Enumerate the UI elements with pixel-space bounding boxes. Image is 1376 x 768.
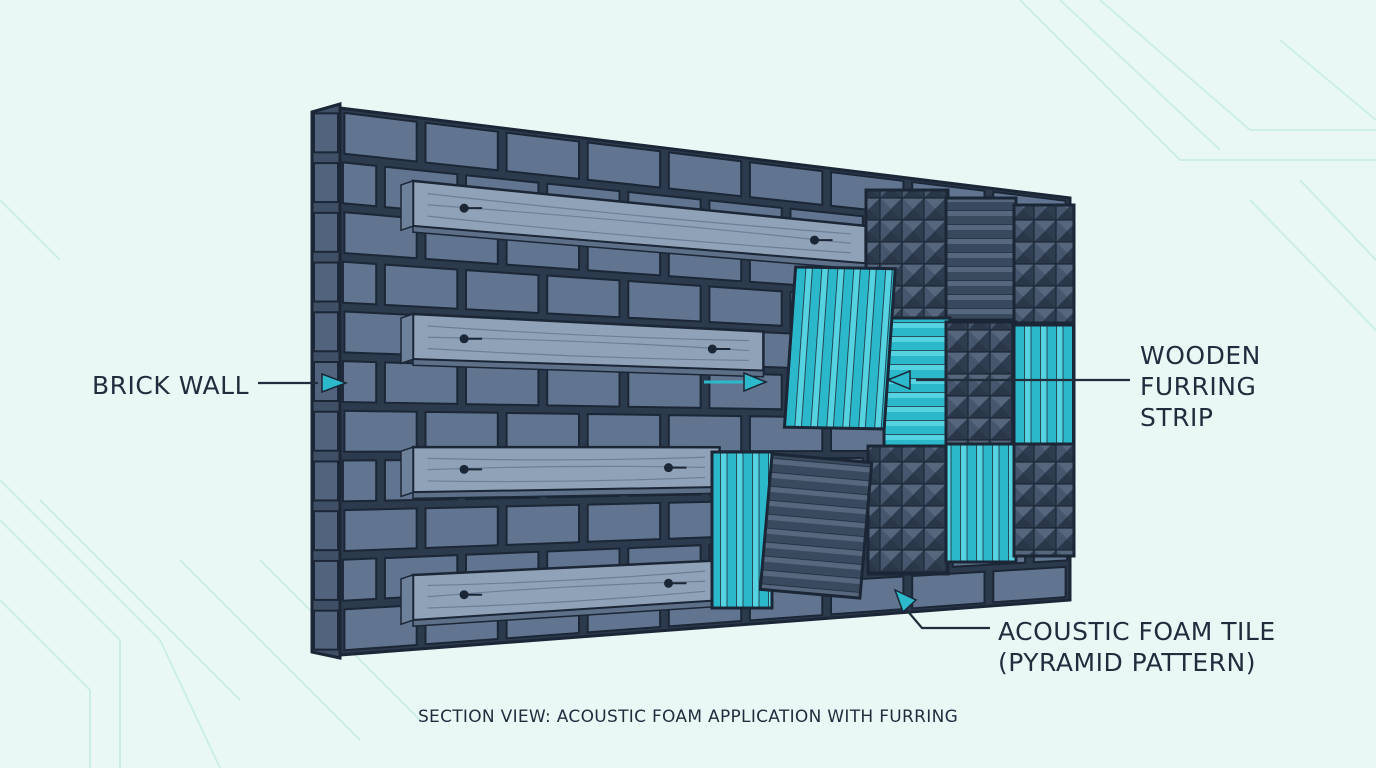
foam-tile-pyramid-face xyxy=(944,320,1018,448)
brick xyxy=(667,151,743,198)
brick-side xyxy=(313,311,339,353)
brick xyxy=(343,507,418,553)
foam-label-line-1: ACOUSTIC FOAM TILE xyxy=(998,617,1276,646)
foam-tile-tilted-face xyxy=(782,265,897,431)
brick xyxy=(586,412,662,453)
brick xyxy=(343,211,418,260)
furring-strip xyxy=(400,445,721,500)
brick xyxy=(992,565,1067,604)
wood-grain xyxy=(427,456,706,461)
foam-tile-wedge-face xyxy=(1012,323,1076,447)
foam-tile-wedge-face xyxy=(944,442,1018,564)
wood-grain xyxy=(427,215,852,254)
wood-grain xyxy=(427,325,749,342)
wood-grain xyxy=(427,193,852,235)
foam-tile-label: ACOUSTIC FOAM TILE (PYRAMID PATTERN) xyxy=(998,616,1276,678)
foam-tile-wedge xyxy=(944,442,1018,564)
foam-tile-pyramid xyxy=(944,320,1018,448)
brick xyxy=(424,410,499,453)
brick xyxy=(627,369,702,409)
arrow-icon xyxy=(893,588,918,614)
brick xyxy=(911,570,986,610)
brick xyxy=(424,505,499,550)
brick-side xyxy=(313,460,339,502)
foam-tile-pyramid xyxy=(866,444,950,576)
brick xyxy=(627,279,702,323)
brick-side xyxy=(313,410,339,452)
foam-tile-pyramid-face xyxy=(866,444,950,576)
brick xyxy=(505,131,580,181)
arrow-icon xyxy=(743,371,768,393)
furring-strip-label: WOODEN FURRING STRIP xyxy=(1140,340,1261,433)
foam-tile-pyramid-face xyxy=(1012,203,1076,325)
brick xyxy=(546,366,621,408)
brick xyxy=(465,269,540,315)
brick xyxy=(341,161,378,208)
brick xyxy=(341,360,378,404)
brick-side xyxy=(313,510,339,552)
brick xyxy=(343,604,418,652)
arrow-icon xyxy=(321,372,349,394)
wood-grain xyxy=(427,204,852,244)
leader-lines xyxy=(258,369,1130,630)
brick xyxy=(341,459,378,503)
furring-label-line-2: FURRING xyxy=(1140,372,1257,401)
brick xyxy=(383,263,459,310)
brick xyxy=(586,501,662,543)
brick-side xyxy=(313,559,339,601)
brick xyxy=(505,411,580,453)
foam-tile-pyramid-face xyxy=(1012,442,1076,558)
brick xyxy=(505,503,580,546)
foam-tile-pyramid xyxy=(1012,203,1076,325)
brick-side xyxy=(313,112,339,154)
brick xyxy=(748,161,824,207)
brick xyxy=(667,414,743,453)
furring-board xyxy=(411,445,721,494)
furring-label-line-1: WOODEN xyxy=(1140,341,1261,370)
arrow-icon xyxy=(886,369,911,391)
foam-tile-wedge-face xyxy=(758,452,874,600)
foam-tile-wedge xyxy=(758,452,874,600)
foam-tile-tilted xyxy=(782,265,897,431)
brick xyxy=(341,260,378,306)
furring-board-end xyxy=(400,446,414,498)
brick xyxy=(424,121,499,172)
foam-panels xyxy=(710,188,1076,610)
wood-grain xyxy=(427,476,706,483)
furring-board-end xyxy=(400,179,414,232)
foam-tile-pyramid xyxy=(1012,442,1076,558)
brick xyxy=(586,141,662,189)
foam-tile-wedge xyxy=(944,196,1018,322)
wood-grain xyxy=(427,570,706,587)
brick-wall-label-text: BRICK WALL xyxy=(92,371,250,400)
brick xyxy=(343,111,418,163)
brick xyxy=(465,363,540,407)
foam-tile-wedge-face xyxy=(944,196,1018,322)
furring-strip xyxy=(400,312,765,378)
brick-wall-label: BRICK WALL xyxy=(92,370,249,401)
furring-label-line-3: STRIP xyxy=(1140,403,1214,432)
furring-board-end xyxy=(400,573,414,626)
foam-tile-wedge xyxy=(1012,323,1076,447)
brick-side xyxy=(313,261,339,303)
wood-grain xyxy=(427,590,706,609)
brick-side xyxy=(313,609,339,651)
brick xyxy=(343,409,418,453)
furring-board-end xyxy=(400,312,414,365)
brick xyxy=(708,285,783,327)
furring-board-edge xyxy=(412,358,765,378)
brick-side xyxy=(313,162,339,204)
diagram-caption: SECTION VIEW: ACOUSTIC FOAM APPLICATION … xyxy=(417,707,959,727)
brick xyxy=(383,361,459,405)
brick-side xyxy=(313,211,339,253)
wood-grain xyxy=(427,347,749,362)
brick xyxy=(546,274,621,319)
brick xyxy=(341,557,378,602)
foam-label-line-2: (PYRAMID PATTERN) xyxy=(998,648,1257,677)
